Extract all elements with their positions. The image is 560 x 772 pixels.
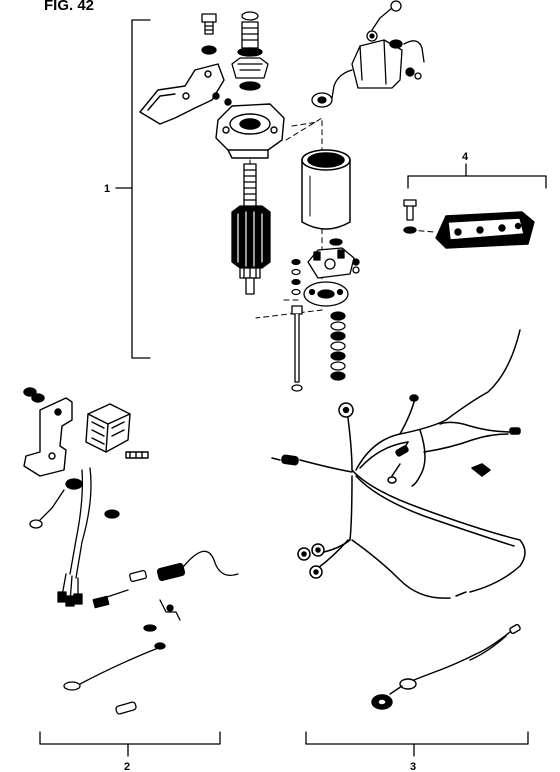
callout-1: 1 [104,183,110,195]
terminal-plate [435,211,535,249]
callout-4: 4 [462,151,469,163]
group-1-bracket [115,19,151,359]
starter-yoke-housing [301,149,351,230]
armature [231,163,271,295]
group-3-bracket [305,731,529,757]
commutator-end-cap [303,281,349,307]
brush-holder [307,238,360,279]
starter-small-washers [291,258,301,296]
plate-screw [403,199,417,234]
washer-stack [330,311,346,381]
through-bolt [291,305,303,392]
kill-switch-lead [371,623,521,710]
starter-top-bolt [201,13,217,55]
rectifier-unit [85,403,149,459]
ground-lead [63,642,166,715]
rectifier-wire-harness [29,467,120,607]
callout-2: 2 [124,761,130,772]
starter-mount-bracket [139,63,232,125]
main-wire-harness [271,329,526,599]
figure-title: FIG. 42 [44,0,94,14]
pinion-gear-stack [231,11,269,91]
rectifier-bracket [23,387,73,477]
group-2-bracket [39,731,221,757]
callout-3: 3 [410,761,416,772]
starter-solenoid [311,0,425,108]
drive-end-housing [215,103,285,159]
diode-lead-assembly [92,550,239,632]
group-4-bracket [407,163,547,189]
